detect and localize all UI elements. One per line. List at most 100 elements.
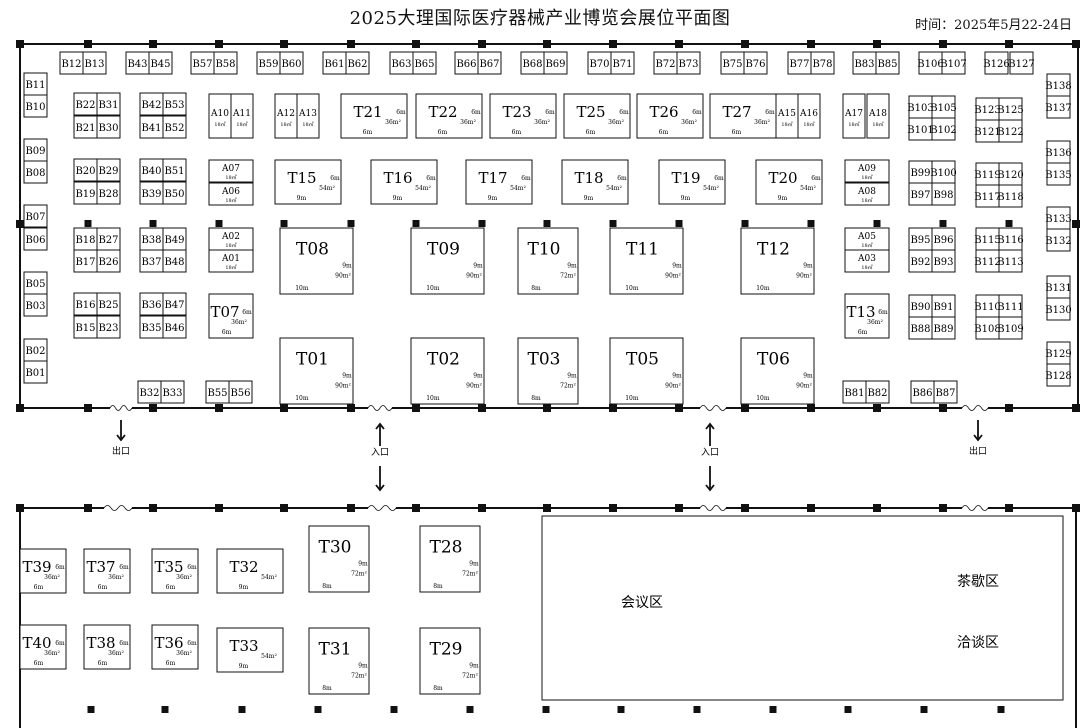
booth-b86[interactable]: B86 (910, 380, 935, 404)
booth-b50[interactable]: B50 (162, 181, 187, 205)
booth-b41[interactable]: B41 (139, 115, 164, 139)
booth-b33[interactable]: B33 (160, 380, 185, 404)
booth-b35[interactable]: B35 (139, 315, 164, 339)
booth-b51[interactable]: B51 (162, 158, 187, 182)
booth-b73[interactable]: B73 (676, 51, 701, 75)
booth-b107[interactable]: B107 (940, 51, 967, 75)
booth-b22[interactable]: B22 (73, 92, 98, 116)
booth-b118[interactable]: B118 (997, 184, 1024, 208)
booth-b131[interactable]: B131 (1045, 275, 1072, 299)
booth-b91[interactable]: B91 (931, 294, 956, 318)
booth-b38[interactable]: B38 (139, 227, 164, 251)
booth-b61[interactable]: B61 (322, 51, 347, 75)
booth-b85[interactable]: B85 (875, 51, 900, 75)
booth-b07[interactable]: B07 (23, 204, 48, 228)
booth-b53[interactable]: B53 (162, 92, 187, 116)
booth-b57[interactable]: B57 (190, 51, 215, 75)
booth-b60[interactable]: B60 (279, 51, 304, 75)
booth-b28[interactable]: B28 (96, 181, 121, 205)
booth-b36[interactable]: B36 (139, 292, 164, 316)
booth-b116[interactable]: B116 (997, 227, 1024, 251)
booth-b11[interactable]: B11 (23, 72, 48, 96)
booth-b59[interactable]: B59 (256, 51, 281, 75)
booth-b102[interactable]: B102 (930, 117, 957, 141)
booth-b137[interactable]: B137 (1045, 95, 1072, 119)
booth-b65[interactable]: B65 (412, 51, 437, 75)
booth-b122[interactable]: B122 (997, 119, 1024, 143)
booth-b45[interactable]: B45 (148, 51, 173, 75)
booth-b01[interactable]: B01 (23, 360, 48, 384)
booth-b111[interactable]: B111 (997, 294, 1024, 318)
booth-b49[interactable]: B49 (162, 227, 187, 251)
booth-b48[interactable]: B48 (162, 249, 187, 273)
booth-b129[interactable]: B129 (1045, 341, 1072, 365)
booth-b29[interactable]: B29 (96, 158, 121, 182)
booth-b89[interactable]: B89 (931, 316, 956, 340)
booth-b83[interactable]: B83 (852, 51, 877, 75)
booth-b96[interactable]: B96 (931, 227, 956, 251)
booth-b27[interactable]: B27 (96, 227, 121, 251)
booth-b97[interactable]: B97 (908, 182, 933, 206)
booth-b10[interactable]: B10 (23, 94, 48, 118)
booth-b42[interactable]: B42 (139, 92, 164, 116)
booth-b127[interactable]: B127 (1008, 51, 1035, 75)
booth-b06[interactable]: B06 (23, 227, 48, 251)
booth-b67[interactable]: B67 (477, 51, 502, 75)
booth-b77[interactable]: B77 (787, 51, 812, 75)
booth-b70[interactable]: B70 (587, 51, 612, 75)
booth-b88[interactable]: B88 (908, 316, 933, 340)
booth-b43[interactable]: B43 (125, 51, 150, 75)
booth-b12[interactable]: B12 (59, 51, 84, 75)
booth-b72[interactable]: B72 (653, 51, 678, 75)
booth-b13[interactable]: B13 (82, 51, 107, 75)
booth-b40[interactable]: B40 (139, 158, 164, 182)
booth-b76[interactable]: B76 (743, 51, 768, 75)
booth-b105[interactable]: B105 (930, 95, 957, 119)
booth-b23[interactable]: B23 (96, 315, 121, 339)
booth-b30[interactable]: B30 (96, 115, 121, 139)
booth-b03[interactable]: B03 (23, 293, 48, 317)
booth-b81[interactable]: B81 (842, 380, 867, 404)
booth-b71[interactable]: B71 (610, 51, 635, 75)
booth-b05[interactable]: B05 (23, 271, 48, 295)
booth-b138[interactable]: B138 (1045, 73, 1072, 97)
booth-b37[interactable]: B37 (139, 249, 164, 273)
booth-b63[interactable]: B63 (389, 51, 414, 75)
booth-b66[interactable]: B66 (454, 51, 479, 75)
booth-b135[interactable]: B135 (1045, 162, 1072, 186)
booth-b16[interactable]: B16 (73, 292, 98, 316)
booth-b46[interactable]: B46 (162, 315, 187, 339)
